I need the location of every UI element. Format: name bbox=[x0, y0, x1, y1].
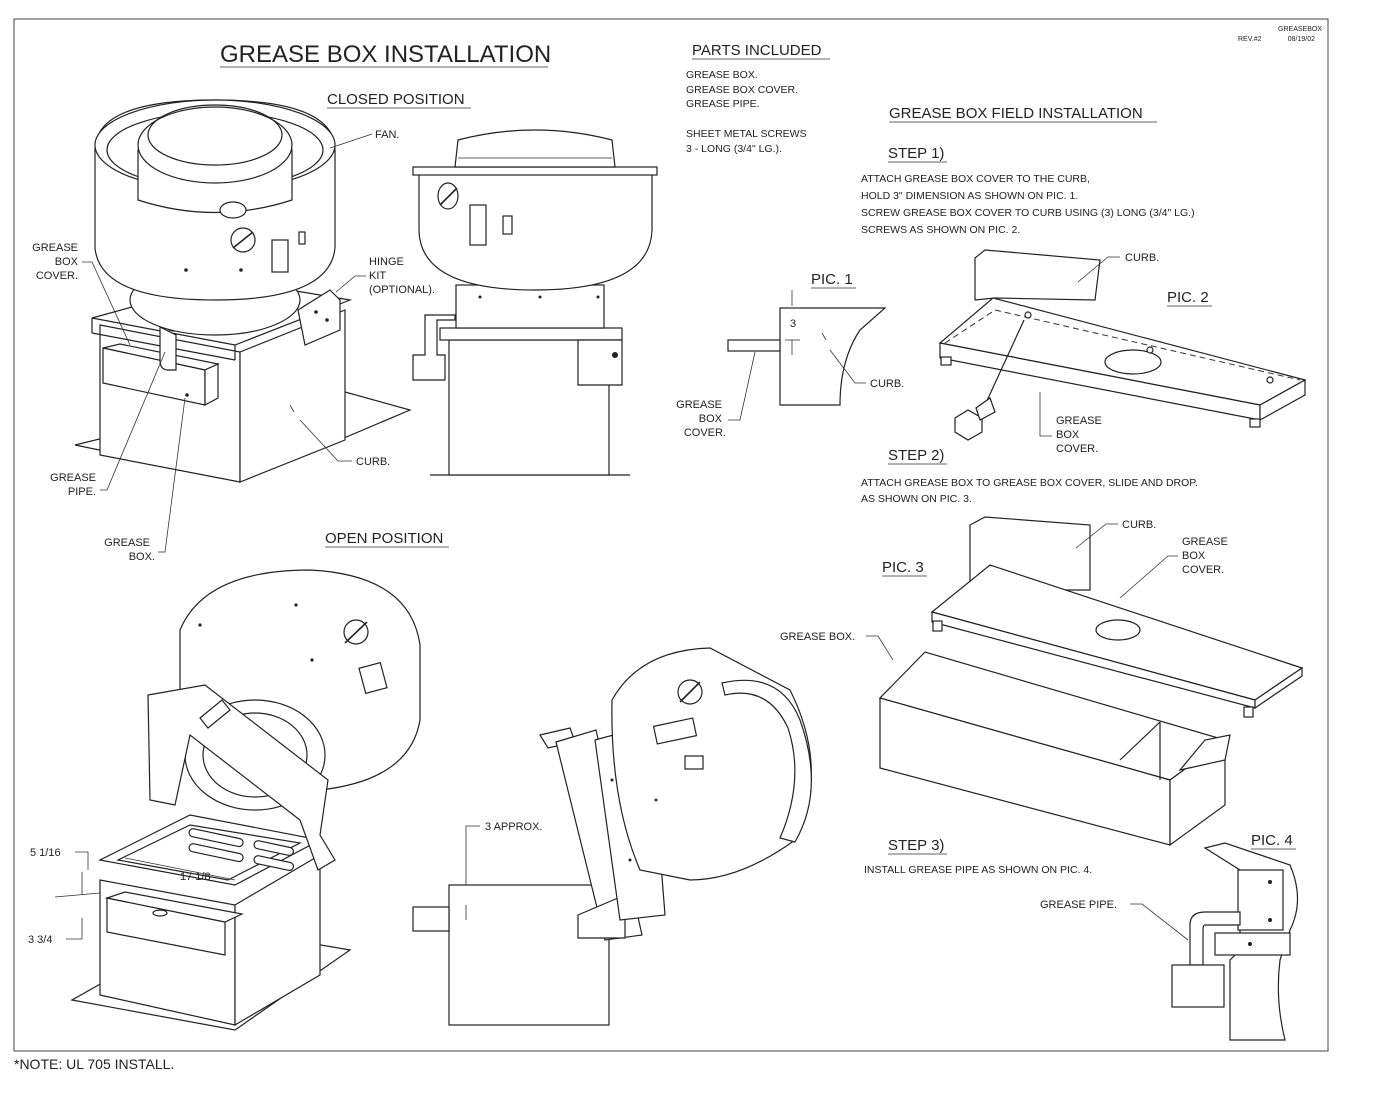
step-1-line: ATTACH GREASE BOX COVER TO THE CURB, bbox=[861, 173, 1090, 185]
label-gbc-pic2-3: COVER. bbox=[1056, 443, 1098, 455]
closed-side-assembly bbox=[412, 129, 658, 476]
label-grease-pipe-2: PIPE. bbox=[68, 486, 96, 498]
page-title: GREASE BOX INSTALLATION bbox=[220, 41, 551, 68]
label-curb-pic3: CURB. bbox=[1122, 519, 1156, 531]
drawing-tag: GREASEBOX bbox=[1278, 26, 1322, 33]
field-installation-heading: GREASE BOX FIELD INSTALLATION bbox=[889, 105, 1143, 122]
label-gbc-pic3-2: BOX bbox=[1182, 550, 1206, 562]
label-gbc-pic2-2: BOX bbox=[1056, 429, 1080, 441]
step-1-title: STEP 1) bbox=[888, 145, 944, 162]
open-iso-assembly bbox=[70, 569, 421, 1031]
leader-curb-pic2 bbox=[1077, 256, 1120, 283]
leader-curb-pic3 bbox=[1075, 523, 1118, 549]
label-grease-pipe-pic4: GREASE PIPE. bbox=[1040, 899, 1117, 911]
pic-4-label: PIC. 4 bbox=[1251, 832, 1293, 849]
dim-3-approx: 3 APPROX. bbox=[485, 821, 542, 833]
step-2-line: AS SHOWN ON PIC. 3. bbox=[861, 493, 972, 505]
label-grease-box-1: GREASE bbox=[104, 537, 150, 549]
closed-iso-assembly bbox=[74, 99, 412, 483]
drawing-rev: REV.#2 bbox=[1238, 36, 1262, 43]
footer-note: *NOTE: UL 705 INSTALL. bbox=[14, 1056, 174, 1072]
label-grease-box-cover-3: COVER. bbox=[36, 270, 78, 282]
step-2-line: ATTACH GREASE BOX TO GREASE BOX COVER, S… bbox=[861, 477, 1198, 489]
step-1-line: SCREWS AS SHOWN ON PIC. 2. bbox=[861, 224, 1020, 236]
pic-1-label: PIC. 1 bbox=[811, 271, 853, 288]
drawing-border bbox=[13, 18, 1329, 1052]
leader-curb-pic1 bbox=[829, 349, 866, 384]
part-item: GREASE PIPE. bbox=[686, 98, 760, 110]
label-gbc-pic2-1: GREASE bbox=[1056, 415, 1102, 427]
open-side-assembly bbox=[412, 647, 812, 1026]
leader-gbc-pic3 bbox=[1119, 555, 1178, 599]
pic-4-figure bbox=[1171, 842, 1299, 1041]
leader-grease-box-pic3 bbox=[866, 635, 894, 661]
leader-gbc-pic1 bbox=[728, 351, 756, 421]
step-2-title: STEP 2) bbox=[888, 447, 944, 464]
dim-17-1-8: 17 1/8 bbox=[180, 871, 211, 883]
label-hinge-3: (OPTIONAL). bbox=[369, 284, 435, 296]
leader-fan bbox=[329, 133, 373, 149]
label-curb-closed: CURB. bbox=[356, 456, 390, 468]
part-item: GREASE BOX. bbox=[686, 69, 758, 81]
leader-curb-closed bbox=[299, 419, 352, 462]
step-1-line: SCREW GREASE BOX COVER TO CURB USING (3)… bbox=[861, 207, 1195, 219]
leader-grease-box-cover bbox=[82, 261, 131, 346]
label-grease-box-2: BOX. bbox=[129, 551, 155, 563]
closed-position-heading: CLOSED POSITION bbox=[327, 91, 465, 108]
pic-3-figure bbox=[878, 516, 1304, 847]
label-grease-box-cover-2: BOX bbox=[55, 256, 79, 268]
parts-included-heading: PARTS INCLUDED bbox=[692, 42, 822, 59]
leader-grease-pipe bbox=[100, 351, 166, 491]
label-fan: FAN. bbox=[375, 129, 399, 141]
part-item: 3 - LONG (3/4" LG.). bbox=[686, 143, 782, 155]
label-grease-pipe-1: GREASE bbox=[50, 472, 96, 484]
dim-5-1-16: 5 1/16 bbox=[30, 847, 61, 859]
label-hinge-2: KIT bbox=[369, 270, 386, 282]
pic-1-dim-3: 3 bbox=[790, 318, 796, 330]
dim-5-1-16-leader bbox=[75, 851, 89, 870]
label-hinge-1: HINGE bbox=[369, 256, 404, 268]
label-gbc-pic3-1: GREASE bbox=[1182, 536, 1228, 548]
label-gbc-pic1-3: COVER. bbox=[684, 427, 726, 439]
step-1-line: HOLD 3" DIMENSION AS SHOWN ON PIC. 1. bbox=[861, 190, 1078, 202]
pic-3-label: PIC. 3 bbox=[882, 559, 924, 576]
step-3-line: INSTALL GREASE PIPE AS SHOWN ON PIC. 4. bbox=[864, 864, 1092, 876]
drawing-date: 08/19/02 bbox=[1288, 36, 1315, 43]
pic-1-figure bbox=[727, 290, 887, 406]
label-curb-pic2: CURB. bbox=[1125, 252, 1159, 264]
label-grease-box-cover-1: GREASE bbox=[32, 242, 78, 254]
part-item: GREASE BOX COVER. bbox=[686, 84, 798, 96]
dim-17-1-8-line bbox=[124, 857, 236, 881]
leader-hinge bbox=[335, 275, 366, 293]
dim-3-3-4: 3 3/4 bbox=[28, 934, 52, 946]
label-gbc-pic3-3: COVER. bbox=[1182, 564, 1224, 576]
step-3-title: STEP 3) bbox=[888, 837, 944, 854]
open-position-heading: OPEN POSITION bbox=[325, 530, 443, 547]
dim-3-approx-leader bbox=[465, 825, 480, 885]
leader-grease-pipe-pic4 bbox=[1130, 903, 1189, 941]
dim-3-3-4-leader bbox=[66, 918, 83, 940]
leader-grease-box bbox=[158, 397, 186, 553]
label-gbc-pic1-1: GREASE bbox=[676, 399, 722, 411]
pic-2-label: PIC. 2 bbox=[1167, 289, 1209, 306]
label-gbc-pic1-2: BOX bbox=[699, 413, 723, 425]
leader-gbc-pic2 bbox=[1039, 392, 1052, 437]
dim-3-3-4-ext bbox=[54, 892, 101, 898]
label-grease-box-pic3: GREASE BOX. bbox=[780, 631, 855, 643]
part-item: SHEET METAL SCREWS bbox=[686, 128, 807, 140]
label-curb-pic1: CURB. bbox=[870, 378, 904, 390]
pic-2-figure bbox=[938, 249, 1307, 441]
